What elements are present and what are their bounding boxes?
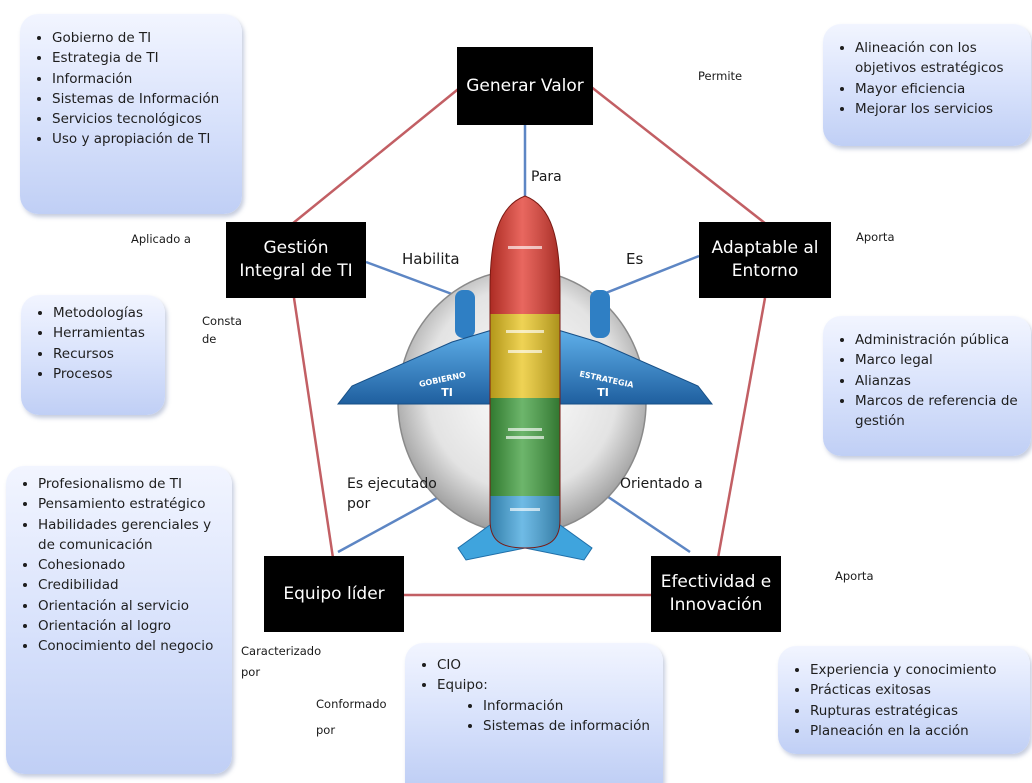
fuselage-outline bbox=[489, 195, 561, 549]
edge-valor-gestion bbox=[291, 85, 463, 225]
list-item: Profesionalismo de TI bbox=[38, 474, 222, 494]
label-aporta-bottom: Aporta bbox=[835, 569, 874, 583]
fuselage-band-lettering bbox=[506, 246, 544, 511]
list-item: Sistemas de información bbox=[483, 716, 653, 736]
box-alineacion: Alineación con los objetivos estratégico… bbox=[823, 24, 1031, 146]
label-habilita: Habilita bbox=[402, 250, 460, 268]
list-item: Equipo: bbox=[437, 675, 653, 695]
band-text-mark bbox=[506, 436, 544, 439]
airplane-illustration: GOBIERNO TI ESTRATEGIA TI bbox=[336, 195, 714, 561]
label-aporta-top: Aporta bbox=[856, 230, 895, 244]
list-item: Habilidades gerenciales y de comunicació… bbox=[38, 515, 222, 556]
box-metodologias: Metodologías Herramientas Recursos Proce… bbox=[21, 295, 165, 415]
label-es-ejecutado-line1: Es ejecutado bbox=[347, 476, 437, 492]
list-item: Marcos de referencia de gestión bbox=[855, 391, 1021, 432]
list-item: Metodologías bbox=[53, 303, 155, 323]
list-item: Prácticas exitosas bbox=[810, 680, 1020, 700]
label-caracterizado-line2: por bbox=[241, 665, 261, 679]
list-item: Administración pública bbox=[855, 330, 1021, 350]
label-es-ejecutado-line2: por bbox=[347, 496, 371, 512]
label-consta-line1: Consta bbox=[202, 314, 242, 328]
box-cio-equipo: CIO Equipo: Información Sistemas de info… bbox=[405, 643, 663, 783]
list-item: Planeación en la acción bbox=[810, 721, 1020, 741]
list-item: Herramientas bbox=[53, 323, 155, 343]
list-item: Procesos bbox=[53, 364, 155, 384]
node-efectividad-line2: Innovación bbox=[669, 595, 763, 615]
label-caracterizado-line1: Caracterizado bbox=[241, 644, 322, 658]
node-adaptable-line2: Entorno bbox=[731, 261, 799, 281]
box-administracion-publica: Administración pública Marco legal Alian… bbox=[823, 316, 1031, 456]
band-text-mark bbox=[508, 350, 542, 353]
label-orientado-a: Orientado a bbox=[620, 476, 703, 492]
list-item: Rupturas estratégicas bbox=[810, 701, 1020, 721]
edge-gestion-equipo bbox=[292, 297, 335, 559]
list-item: Recursos bbox=[53, 344, 155, 364]
list-item: Pensamiento estratégico bbox=[38, 494, 222, 514]
node-gestion-integral: Gestión Integral de TI bbox=[226, 222, 366, 298]
node-equipo-lider: Equipo líder bbox=[264, 556, 404, 632]
bullet-list: Profesionalismo de TI Pensamiento estrat… bbox=[20, 474, 222, 656]
node-adaptable-entorno: Adaptable al Entorno bbox=[699, 222, 831, 298]
bullet-list: Metodologías Herramientas Recursos Proce… bbox=[35, 303, 155, 384]
label-aplicado-a: Aplicado a bbox=[131, 232, 191, 246]
label-es: Es bbox=[626, 250, 644, 268]
list-item: Gobierno de TI bbox=[52, 28, 232, 48]
node-efectividad-line1: Efectividad e bbox=[660, 572, 772, 593]
bullet-list: Gobierno de TI Estrategia de TI Informac… bbox=[34, 28, 232, 150]
band-text-mark bbox=[508, 246, 542, 249]
node-generar-valor: Generar Valor bbox=[457, 47, 593, 125]
list-item: Credibilidad bbox=[38, 575, 222, 595]
node-equipo-label: Equipo líder bbox=[283, 583, 385, 604]
list-item: Mejorar los servicios bbox=[855, 99, 1021, 119]
list-item: Alineación con los objetivos estratégico… bbox=[855, 38, 1021, 79]
bullet-list: Administración pública Marco legal Alian… bbox=[837, 330, 1021, 431]
bullet-list: Experiencia y conocimiento Prácticas exi… bbox=[792, 660, 1020, 741]
label-consta-line2: de bbox=[202, 332, 217, 346]
node-gestion-line2: Integral de TI bbox=[239, 261, 353, 281]
fuselage bbox=[490, 196, 560, 548]
fuselage-shading bbox=[490, 196, 560, 548]
box-experiencia: Experiencia y conocimiento Prácticas exi… bbox=[778, 646, 1030, 754]
pentagon-frame bbox=[291, 85, 767, 597]
node-generar-valor-label: Generar Valor bbox=[466, 75, 584, 96]
node-gestion-line1: Gestión bbox=[263, 238, 329, 259]
engine-right bbox=[590, 290, 610, 338]
list-item: Servicios tecnológicos bbox=[52, 109, 232, 129]
bullet-sublist: Información Sistemas de información bbox=[419, 696, 653, 737]
list-item: Orientación al servicio bbox=[38, 596, 222, 616]
band-text-mark bbox=[508, 428, 542, 431]
wing-right-label-line2: TI bbox=[597, 386, 609, 399]
edge-valor-adaptable bbox=[589, 85, 767, 225]
bullet-list: Alineación con los objetivos estratégico… bbox=[837, 38, 1021, 119]
list-item: Sistemas de Información bbox=[52, 89, 232, 109]
band-text-mark bbox=[506, 330, 544, 333]
node-efectividad-innovacion: Efectividad e Innovación bbox=[651, 556, 781, 632]
label-para: Para bbox=[531, 169, 562, 185]
list-item: Mayor eficiencia bbox=[855, 79, 1021, 99]
list-item: Alianzas bbox=[855, 371, 1021, 391]
engine-left bbox=[455, 290, 475, 338]
label-conformado-line2: por bbox=[316, 723, 336, 737]
list-item: Cohesionado bbox=[38, 555, 222, 575]
list-item: Información bbox=[52, 69, 232, 89]
wing-left-label-line2: TI bbox=[441, 386, 453, 399]
bullet-list: CIO Equipo: bbox=[419, 655, 653, 696]
label-permite: Permite bbox=[698, 69, 743, 83]
node-adaptable-line1: Adaptable al bbox=[711, 238, 819, 259]
band-text-mark bbox=[510, 508, 540, 511]
edge-adaptable-efectividad bbox=[716, 297, 767, 559]
list-item: Marco legal bbox=[855, 350, 1021, 370]
label-conformado-line1: Conformado bbox=[316, 697, 387, 711]
list-item: Uso y apropiación de TI bbox=[52, 129, 232, 149]
box-profesionalismo: Profesionalismo de TI Pensamiento estrat… bbox=[6, 466, 232, 774]
list-item: Experiencia y conocimiento bbox=[810, 660, 1020, 680]
list-item: Información bbox=[483, 696, 653, 716]
list-item: CIO bbox=[437, 655, 653, 675]
list-item: Orientación al logro bbox=[38, 616, 222, 636]
wing-right bbox=[557, 329, 714, 405]
list-item: Estrategia de TI bbox=[52, 48, 232, 68]
list-item: Conocimiento del negocio bbox=[38, 636, 222, 656]
box-gobierno-ti: Gobierno de TI Estrategia de TI Informac… bbox=[20, 14, 242, 214]
